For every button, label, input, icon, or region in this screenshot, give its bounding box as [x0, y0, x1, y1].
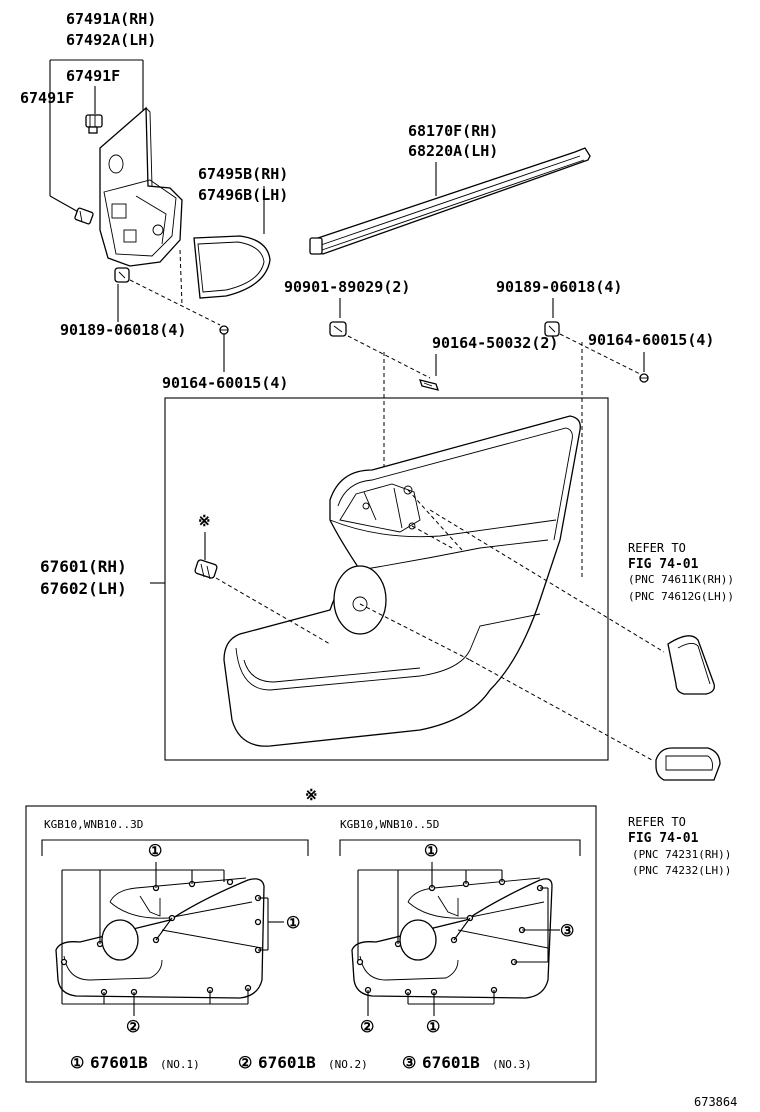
- svg-text:②: ②: [238, 1053, 252, 1072]
- inset-right-bracket: [339, 839, 581, 856]
- svg-text:67601B: 67601B: [258, 1053, 316, 1072]
- diagram-id: 673864: [694, 1095, 737, 1109]
- ref2-line3: (PNC 74231(RH)): [632, 848, 731, 861]
- nut-90189-right: [544, 321, 560, 337]
- screw-90164-50032: [419, 379, 439, 391]
- inset-legend: ① 67601B (NO.1) ② 67601B (NO.2) ③ 67601B…: [70, 1053, 532, 1072]
- svg-text:(NO.2): (NO.2): [328, 1058, 368, 1071]
- label-67491f-upper[interactable]: 67491F: [66, 67, 120, 85]
- svg-text:(NO.3): (NO.3): [492, 1058, 532, 1071]
- screw-90164-left: [219, 325, 229, 335]
- label-67495b[interactable]: 67495B(RH): [198, 165, 288, 183]
- ref1-line2[interactable]: FIG 74-01: [628, 557, 699, 572]
- ref2-line2[interactable]: FIG 74-01: [628, 831, 699, 846]
- ref1-line3: (PNC 74611K(RH)): [628, 573, 734, 586]
- label-67491a[interactable]: 67491A(RH): [66, 10, 156, 28]
- label-90189-06018-left[interactable]: 90189-06018(4): [60, 321, 186, 339]
- svg-text:①: ①: [70, 1053, 84, 1072]
- nut-90189-left: [114, 267, 130, 283]
- svg-text:(NO.1): (NO.1): [160, 1058, 200, 1071]
- inset-right-panel: [351, 877, 553, 999]
- inset-right-title: KGB10,WNB10..5D: [340, 818, 439, 831]
- ref2-line1: REFER TO: [628, 815, 686, 829]
- inset-left-callout-1-right: ①: [286, 913, 300, 932]
- inset-left-callout-1: ①: [148, 841, 162, 860]
- label-67491f-lower[interactable]: 67491F: [20, 89, 74, 107]
- legend-item-3[interactable]: ③ 67601B (NO.3): [402, 1053, 532, 1072]
- inset-right-callout-1-bottom: ①: [426, 1017, 440, 1036]
- label-67601[interactable]: 67601(RH): [40, 557, 127, 576]
- clip-67491f-upper: [85, 114, 103, 134]
- trim-clip-67601b: [194, 559, 218, 580]
- clip-67491f-lower: [74, 207, 94, 225]
- label-90164-50032[interactable]: 90164-50032(2): [432, 334, 558, 352]
- asterisk-clip-marker: ※: [198, 512, 211, 530]
- svg-text:67601B: 67601B: [90, 1053, 148, 1072]
- label-90164-60015-left[interactable]: 90164-60015(4): [162, 374, 288, 392]
- ref1-line4: (PNC 74612G(LH)): [628, 590, 734, 603]
- belt-moulding-weatherstrip: [309, 147, 591, 255]
- ref2-line4: (PNC 74232(LH)): [632, 864, 731, 877]
- door-trim-panel-frame: [164, 397, 609, 761]
- inset-left-callout-lines: [61, 862, 284, 1016]
- inset-left-bracket: [41, 839, 309, 856]
- label-90164-60015-right[interactable]: 90164-60015(4): [588, 331, 714, 349]
- legend-item-1[interactable]: ① 67601B (NO.1): [70, 1053, 200, 1072]
- door-mirror-bracket: [99, 106, 183, 267]
- ref1-line1: REFER TO: [628, 541, 686, 555]
- clip-90901-89029: [329, 321, 347, 337]
- inset-right-callout-3: ③: [560, 921, 574, 940]
- inset-right-callout-lines: [357, 862, 560, 1016]
- label-68170f[interactable]: 68170F(RH): [408, 122, 498, 140]
- door-trim-panel: [223, 415, 581, 747]
- svg-text:③: ③: [402, 1053, 416, 1072]
- svg-text:67601B: 67601B: [422, 1053, 480, 1072]
- inset-right-callout-2: ②: [360, 1017, 374, 1036]
- inset-frame: [25, 805, 597, 1083]
- inset-left-callout-2: ②: [126, 1017, 140, 1036]
- inset-right-callout-1: ①: [424, 841, 438, 860]
- asterisk-inset-marker: ※: [305, 786, 318, 804]
- legend-item-2[interactable]: ② 67601B (NO.2): [238, 1053, 368, 1072]
- label-67496b[interactable]: 67496B(LH): [198, 186, 288, 204]
- inset-left-panel: [55, 877, 265, 999]
- label-90189-06018-right[interactable]: 90189-06018(4): [496, 278, 622, 296]
- door-pull-handle: [655, 747, 721, 781]
- label-67602[interactable]: 67602(LH): [40, 579, 127, 598]
- screw-90164-60015-right: [639, 373, 649, 383]
- label-90901-89029[interactable]: 90901-89029(2): [284, 278, 410, 296]
- inside-handle-bezel: [667, 635, 715, 695]
- inset-left-title: KGB10,WNB10..3D: [44, 818, 143, 831]
- mirror-cover-seal: [193, 235, 271, 299]
- label-68220a[interactable]: 68220A(LH): [408, 142, 498, 160]
- label-67492a[interactable]: 67492A(LH): [66, 31, 156, 49]
